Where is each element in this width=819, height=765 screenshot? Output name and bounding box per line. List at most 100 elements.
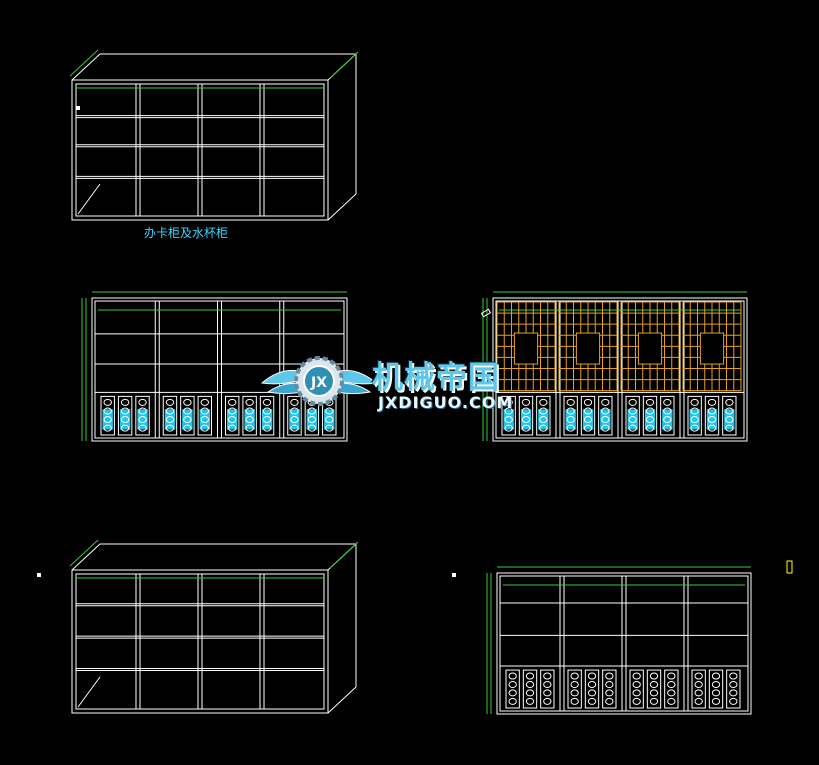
lattice-ornament — [228, 424, 237, 432]
lattice-ornament — [290, 407, 299, 415]
lattice-ornament — [694, 689, 703, 697]
lattice-ornament — [521, 407, 531, 415]
dimension-line — [69, 49, 99, 77]
cup-panel — [625, 395, 640, 436]
lattice-ornament — [508, 689, 517, 697]
lattice-ornament — [583, 424, 593, 432]
lattice-ornament — [165, 407, 175, 415]
elevation-frame — [492, 297, 748, 442]
lattice-ornament — [707, 424, 717, 432]
inner-depth-edge — [77, 676, 101, 708]
lattice-ornament — [570, 689, 579, 697]
lattice-ornament — [628, 416, 637, 424]
lattice-ornament — [543, 689, 552, 697]
lattice-ornament — [601, 424, 610, 432]
cabinet-front-frame — [71, 79, 329, 221]
watermark-logo: JX — [260, 356, 378, 406]
isometric-view-bottom — [69, 539, 359, 714]
lattice-ornament — [663, 398, 672, 406]
lattice-ornament — [307, 407, 317, 415]
lattice-ornament — [601, 407, 610, 415]
inner-depth-edge — [77, 183, 101, 215]
lattice-ornament — [694, 697, 703, 705]
lattice-ornament — [725, 407, 734, 415]
lattice-ornament — [525, 697, 535, 705]
cup-panel — [197, 395, 212, 436]
lattice-ornament — [228, 416, 237, 424]
cup-panel-fill — [600, 409, 611, 430]
lattice-ornament — [325, 407, 334, 415]
lattice-ornament — [245, 407, 254, 415]
lattice-ornament — [183, 416, 192, 424]
cup-panel — [505, 669, 520, 709]
lattice-ornament — [663, 416, 672, 424]
lattice-ornament — [649, 672, 659, 680]
lattice-ornament — [103, 407, 112, 415]
cup-panel-fill — [324, 409, 335, 430]
lattice-ornament — [521, 398, 531, 406]
cup-panel — [708, 669, 724, 709]
lattice-window-center — [643, 337, 657, 360]
cup-panel — [162, 395, 178, 436]
lattice-ornament — [245, 424, 254, 432]
cup-panel-fill — [227, 409, 238, 430]
lattice-ornament — [504, 416, 513, 424]
lattice-ornament — [262, 398, 272, 406]
cup-panel-fill — [182, 409, 193, 430]
lattice-ornament — [566, 407, 575, 415]
lattice-ornament — [262, 424, 272, 432]
lattice-ornament — [521, 424, 531, 432]
lattice-ornament — [725, 398, 734, 406]
lattice-ornament — [729, 689, 738, 697]
depth-edge — [327, 686, 357, 714]
elevation-inner-frame — [499, 575, 749, 712]
marker-lattice — [480, 308, 492, 318]
cabinet-front-frame — [71, 569, 329, 714]
lattice-ornament — [103, 416, 112, 424]
cup-panel-fill — [244, 409, 255, 430]
cup-panel — [580, 395, 596, 436]
depth-edge — [71, 543, 101, 571]
cup-panel-fill — [102, 409, 113, 430]
dimension-line — [329, 51, 359, 79]
cup-panel — [660, 395, 675, 436]
lattice-ornament — [605, 672, 614, 680]
cup-panel — [522, 669, 538, 709]
lattice-ornament — [570, 672, 579, 680]
cup-panel — [691, 669, 706, 709]
lattice-ornament — [290, 416, 299, 424]
lattice-ornament — [307, 416, 317, 424]
lattice-ornament — [165, 416, 175, 424]
elevation-frame — [496, 572, 752, 715]
lattice-ornament — [165, 398, 175, 406]
dimension-line — [329, 541, 359, 569]
lattice-ornament — [183, 424, 192, 432]
lattice-ornament — [262, 416, 272, 424]
lattice-ornament — [628, 407, 637, 415]
lattice-ornament — [711, 689, 721, 697]
lattice-ornament — [707, 416, 717, 424]
lattice-ornament — [103, 424, 112, 432]
lattice-ornament — [539, 407, 548, 415]
cup-panel — [629, 669, 644, 709]
cabinet-inner-frame — [75, 83, 325, 217]
lattice-ornament — [690, 398, 699, 406]
lattice-ornament — [725, 416, 734, 424]
lattice-ornament — [138, 407, 147, 415]
lattice-ornament — [120, 424, 130, 432]
lattice-ornament — [667, 680, 676, 688]
cup-panel-fill — [565, 409, 576, 430]
lattice-ornament — [543, 672, 552, 680]
cabinet-inner-frame — [75, 573, 325, 710]
lattice-ornament — [632, 697, 641, 705]
lattice-ornament — [601, 416, 610, 424]
lattice-ornament — [694, 680, 703, 688]
cup-panel — [287, 395, 302, 436]
marker-right — [786, 560, 793, 574]
lattice-ornament — [525, 680, 535, 688]
lattice-ornament — [543, 680, 552, 688]
cup-panel — [180, 395, 195, 436]
drawing-markers — [37, 106, 793, 577]
lattice-ornament — [325, 416, 334, 424]
lattice-ornament — [605, 689, 614, 697]
